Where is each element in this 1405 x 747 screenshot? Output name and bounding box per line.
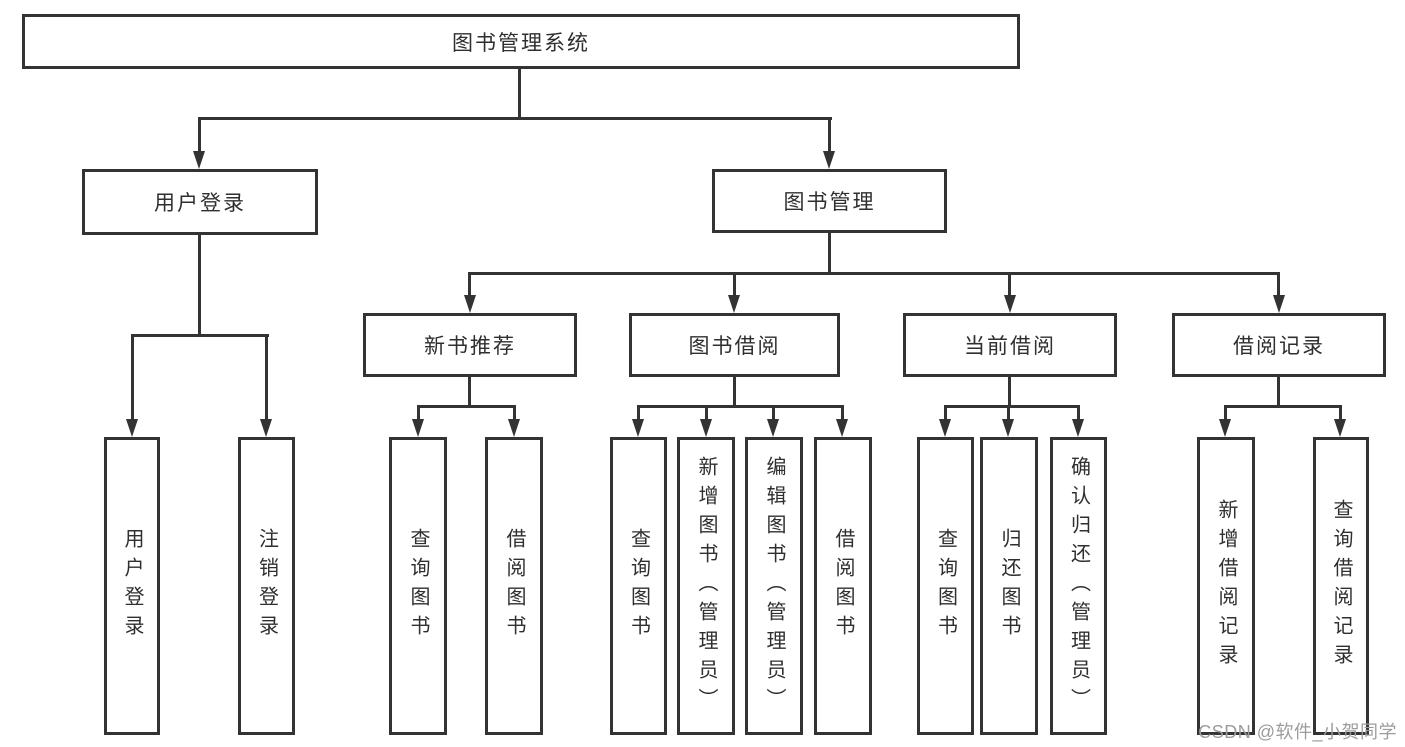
connector-drop bbox=[1277, 272, 1280, 300]
connector-branch bbox=[637, 405, 844, 408]
leaf-label: 确认归还（管理员） bbox=[1067, 455, 1090, 717]
connector-branch-level2 bbox=[198, 117, 832, 120]
connector-drop bbox=[1339, 405, 1342, 422]
leaf-query-books-current: 查询图书 bbox=[917, 437, 974, 735]
node-label: 借阅记录 bbox=[1233, 335, 1325, 358]
arrow-down-icon bbox=[1334, 419, 1346, 437]
leaf-query-borrow-record: 查询借阅记录 bbox=[1313, 437, 1369, 735]
node-user-login: 用户登录 bbox=[82, 169, 318, 235]
leaf-label: 新增借阅记录 bbox=[1215, 499, 1237, 673]
connector-stem bbox=[468, 377, 471, 408]
node-book-management: 图书管理 bbox=[712, 169, 947, 233]
leaf-borrow-books-recommend: 借阅图书 bbox=[485, 437, 543, 735]
arrow-down-icon bbox=[1004, 295, 1016, 313]
connector-drop bbox=[198, 117, 201, 155]
arrow-down-icon bbox=[1002, 419, 1014, 437]
connector-stem bbox=[733, 377, 736, 408]
connector-stem bbox=[1277, 377, 1280, 408]
connector-drop bbox=[705, 405, 708, 422]
arrow-down-icon bbox=[1273, 295, 1285, 313]
node-new-book-recommend: 新书推荐 bbox=[363, 313, 577, 377]
leaf-label: 用户登录 bbox=[121, 528, 143, 644]
connector-drop bbox=[265, 334, 268, 422]
node-book-borrowing: 图书借阅 bbox=[629, 313, 840, 377]
connector-drop bbox=[1008, 272, 1011, 300]
connector-stem bbox=[198, 235, 201, 336]
arrow-down-icon bbox=[1072, 419, 1084, 437]
leaf-label: 查询借阅记录 bbox=[1330, 499, 1352, 673]
node-library-management-system: 图书管理系统 bbox=[22, 14, 1020, 69]
connector-branch bbox=[131, 334, 269, 337]
arrow-down-icon bbox=[260, 419, 272, 437]
node-label: 图书管理系统 bbox=[452, 31, 590, 55]
node-label: 图书管理 bbox=[783, 191, 876, 214]
leaf-query-books-borrowing: 查询图书 bbox=[610, 437, 667, 735]
connector-stem bbox=[1008, 377, 1011, 408]
node-label: 当前借阅 bbox=[964, 335, 1056, 358]
connector-branch-level3 bbox=[469, 272, 1280, 275]
arrow-down-icon bbox=[823, 151, 835, 169]
connector-drop bbox=[841, 405, 844, 422]
connector-drop bbox=[417, 405, 420, 422]
leaf-label: 查询图书 bbox=[627, 528, 650, 644]
connector-drop bbox=[1224, 405, 1227, 422]
connector-drop bbox=[772, 405, 775, 422]
arrow-down-icon bbox=[836, 419, 848, 437]
node-label: 图书借阅 bbox=[688, 335, 781, 358]
arrow-down-icon bbox=[1219, 419, 1231, 437]
leaf-add-books-admin: 新增图书（管理员） bbox=[677, 437, 735, 735]
connector-stem bbox=[828, 233, 831, 275]
leaf-return-books: 归还图书 bbox=[980, 437, 1038, 735]
arrow-down-icon bbox=[193, 151, 205, 169]
arrow-down-icon bbox=[126, 419, 138, 437]
arrow-down-icon bbox=[767, 419, 779, 437]
leaf-borrow-books: 借阅图书 bbox=[814, 437, 872, 735]
connector-drop bbox=[733, 272, 736, 300]
connector-branch bbox=[1224, 405, 1341, 408]
leaf-add-borrow-record: 新增借阅记录 bbox=[1197, 437, 1255, 735]
leaf-label: 归还图书 bbox=[998, 528, 1020, 644]
arrow-down-icon bbox=[700, 419, 712, 437]
node-label: 新书推荐 bbox=[424, 335, 516, 358]
connector-drop bbox=[131, 334, 134, 422]
connector-drop bbox=[944, 405, 947, 422]
connector-root-stem bbox=[518, 69, 521, 120]
leaf-edit-books-admin: 编辑图书（管理员） bbox=[745, 437, 803, 735]
node-current-borrowing: 当前借阅 bbox=[903, 313, 1117, 377]
node-label: 用户登录 bbox=[154, 192, 246, 215]
connector-drop bbox=[1007, 405, 1010, 422]
connector-drop bbox=[1077, 405, 1080, 422]
leaf-label: 新增图书（管理员） bbox=[695, 455, 717, 717]
leaf-logout: 注销登录 bbox=[238, 437, 295, 735]
arrow-down-icon bbox=[728, 295, 740, 313]
leaf-query-books-recommend: 查询图书 bbox=[389, 437, 447, 735]
leaf-label: 借阅图书 bbox=[503, 528, 525, 644]
csdn-watermark: CSDN @软件_小贺同学 bbox=[1198, 722, 1397, 742]
leaf-label: 注销登录 bbox=[255, 528, 278, 644]
leaf-user-login: 用户登录 bbox=[104, 437, 160, 735]
leaf-label: 查询图书 bbox=[407, 528, 429, 644]
node-borrowing-records: 借阅记录 bbox=[1172, 313, 1386, 377]
connector-drop bbox=[637, 405, 640, 422]
arrow-down-icon bbox=[464, 295, 476, 313]
connector-branch bbox=[944, 405, 1078, 408]
arrow-down-icon bbox=[939, 419, 951, 437]
connector-drop bbox=[828, 117, 831, 155]
arrow-down-icon bbox=[508, 419, 520, 437]
connector-drop bbox=[513, 405, 516, 422]
leaf-label: 借阅图书 bbox=[832, 528, 854, 644]
leaf-confirm-return-admin: 确认归还（管理员） bbox=[1050, 437, 1107, 735]
leaf-label: 编辑图书（管理员） bbox=[763, 455, 785, 717]
arrow-down-icon bbox=[632, 419, 644, 437]
connector-branch bbox=[417, 405, 516, 408]
connector-drop bbox=[468, 272, 471, 300]
arrow-down-icon bbox=[412, 419, 424, 437]
leaf-label: 查询图书 bbox=[934, 528, 957, 644]
